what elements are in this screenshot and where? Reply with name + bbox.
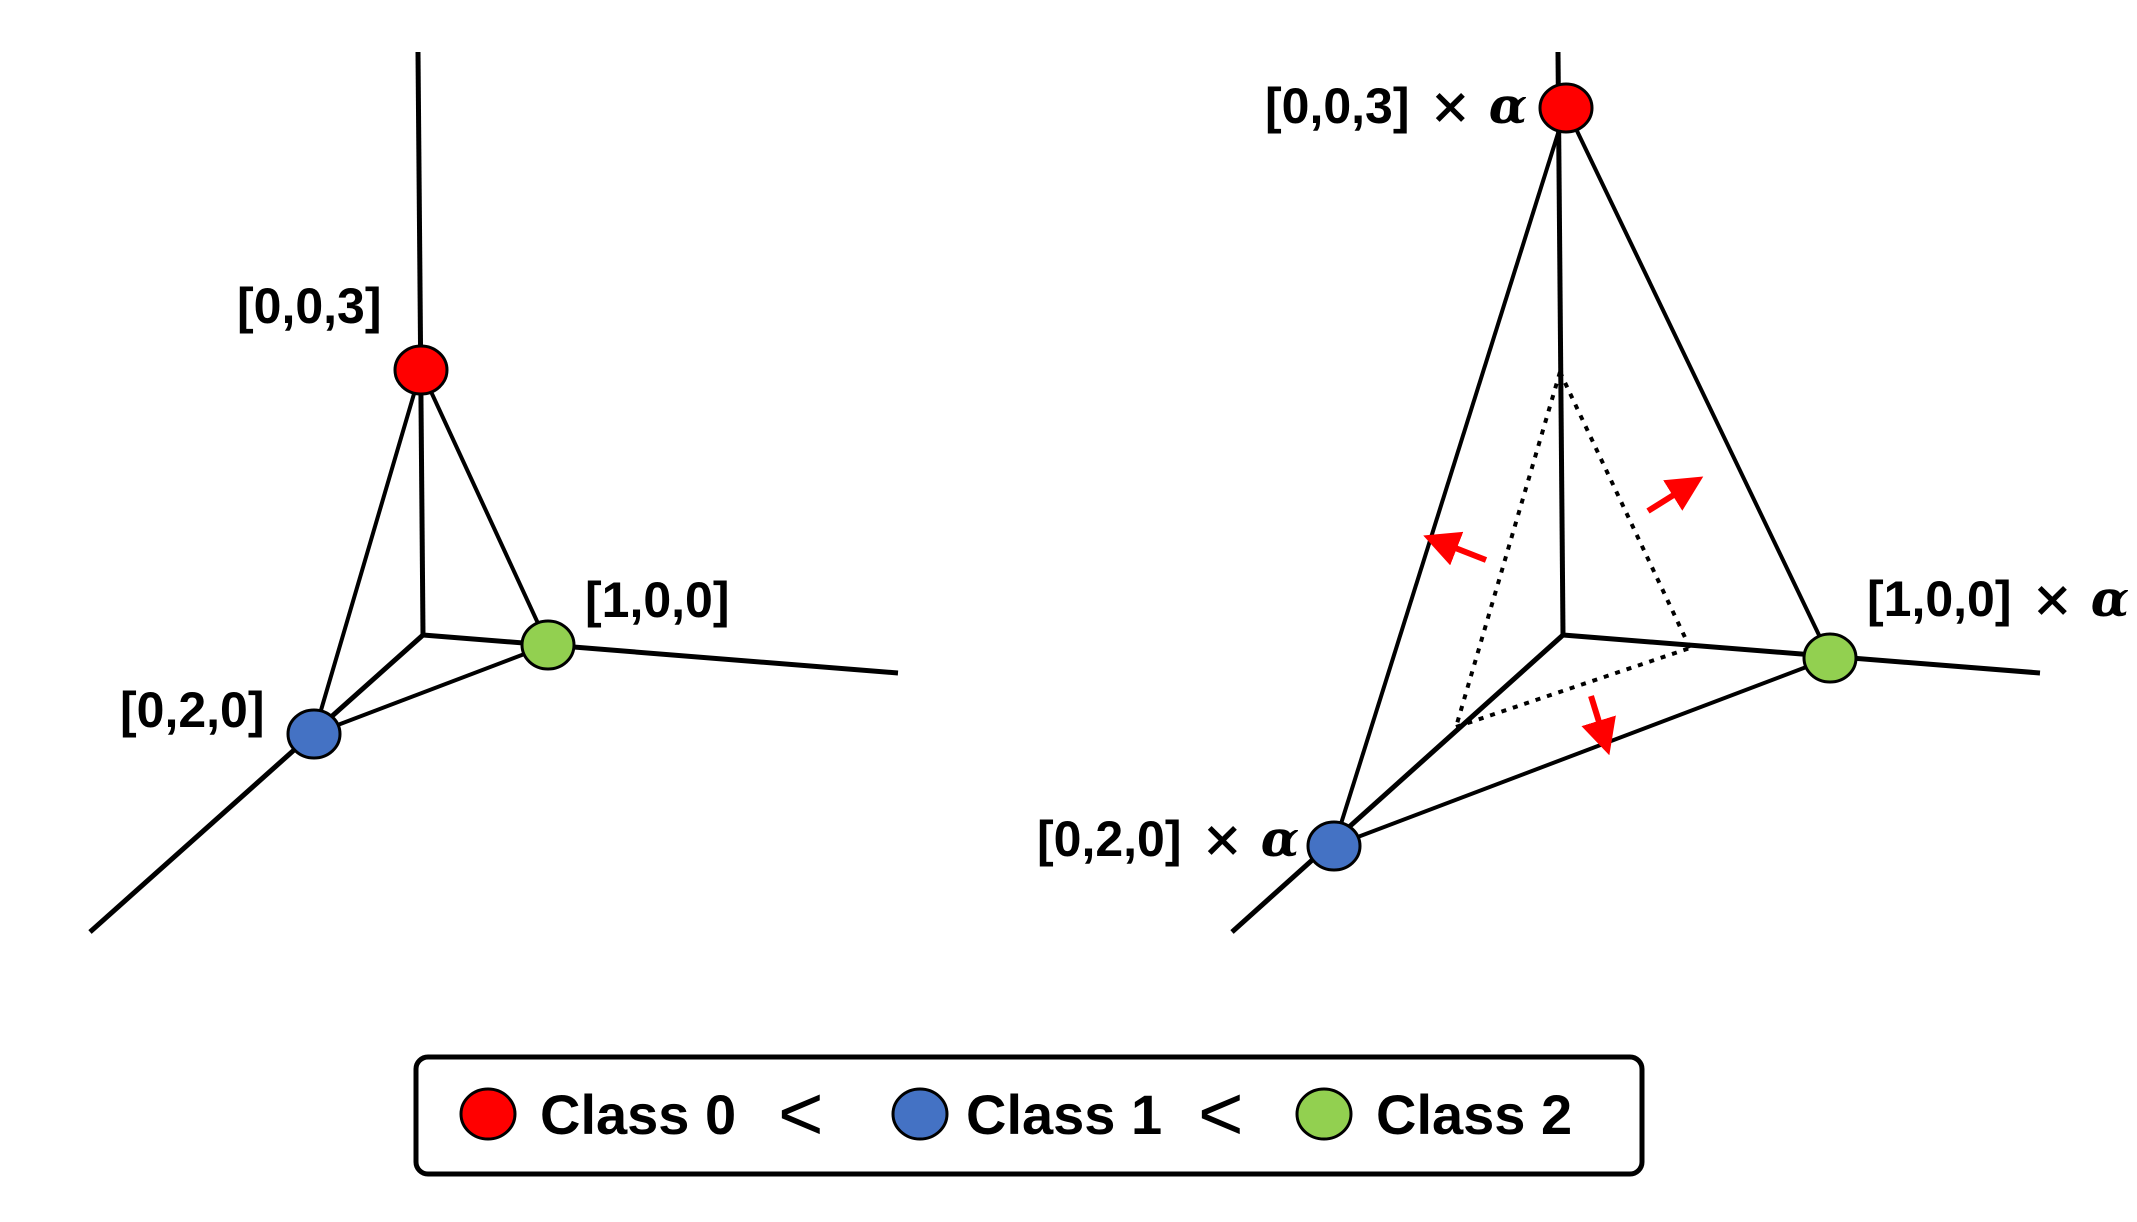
right-label-green-coord: [1,0,0] [1867,571,2012,627]
right-label-red: [0,0,3] × α [1265,76,1527,135]
left-label-blue: [0,2,0] [120,682,265,738]
right-axis-y [1230,633,1565,934]
left-axis-x [422,632,899,676]
left-axis-z [415,51,426,636]
legend-separator-2: < [1198,1069,1244,1157]
legend-label-class2: Class 2 [1376,1083,1572,1146]
legend-item-class0: Class 0 [459,1083,736,1146]
right-edge-red-green [1564,107,1832,659]
left-label-green: [1,0,0] [585,572,730,628]
legend: Class 0 < Class 1 < Class 2 [413,1054,1645,1177]
right-edge-red-blue [1332,107,1568,847]
legend-separator-1: < [778,1069,824,1157]
legend-swatch-class1 [891,1087,949,1141]
left-diagram: [0,0,3] [1,0,0] [0,2,0] [88,51,899,934]
left-edge-blue-green [313,643,549,736]
left-point-class0 [393,344,449,396]
right-dotted-edge-bottom [1455,646,1691,729]
legend-label-class1: Class 1 [966,1083,1162,1146]
right-label-blue-coord: [0,2,0] [1037,811,1182,867]
right-point-class0 [1538,82,1594,134]
right-axis-x [1562,632,2041,676]
right-diagram: [0,0,3] × α [1,0,0] × α [0,2,0] × α [1037,51,2129,934]
right-point-class2 [1802,632,1858,684]
left-edge-red-green [419,369,550,646]
legend-box [413,1054,1645,1177]
left-label-red: [0,0,3] [237,278,382,334]
legend-swatch-class2 [1295,1087,1353,1141]
right-label-green-scale: × α [2031,569,2129,628]
left-point-class1 [286,708,342,760]
right-axis-z [1555,51,1566,636]
left-point-class2 [520,619,576,671]
right-label-red-coord: [0,0,3] [1265,78,1410,134]
left-edge-red-blue [312,369,423,735]
right-dotted-edge-top-left [1454,371,1562,728]
expand-arrow-right [1646,476,1704,514]
right-point-class1 [1306,820,1362,872]
right-label-blue: [0,2,0] × α [1037,809,1299,868]
right-label-blue-scale: × α [1201,809,1299,868]
legend-label-class0: Class 0 [540,1083,736,1146]
expand-arrow-down [1581,695,1616,756]
right-dotted-edge-top-right [1558,371,1692,649]
left-axis-y [88,633,425,934]
legend-item-class2: Class 2 [1295,1083,1572,1146]
right-label-green: [1,0,0] × α [1867,569,2129,628]
legend-swatch-class0 [459,1087,517,1141]
right-label-red-scale: × α [1429,76,1527,135]
legend-item-class1: Class 1 [891,1083,1162,1146]
expand-arrow-left [1423,531,1488,566]
